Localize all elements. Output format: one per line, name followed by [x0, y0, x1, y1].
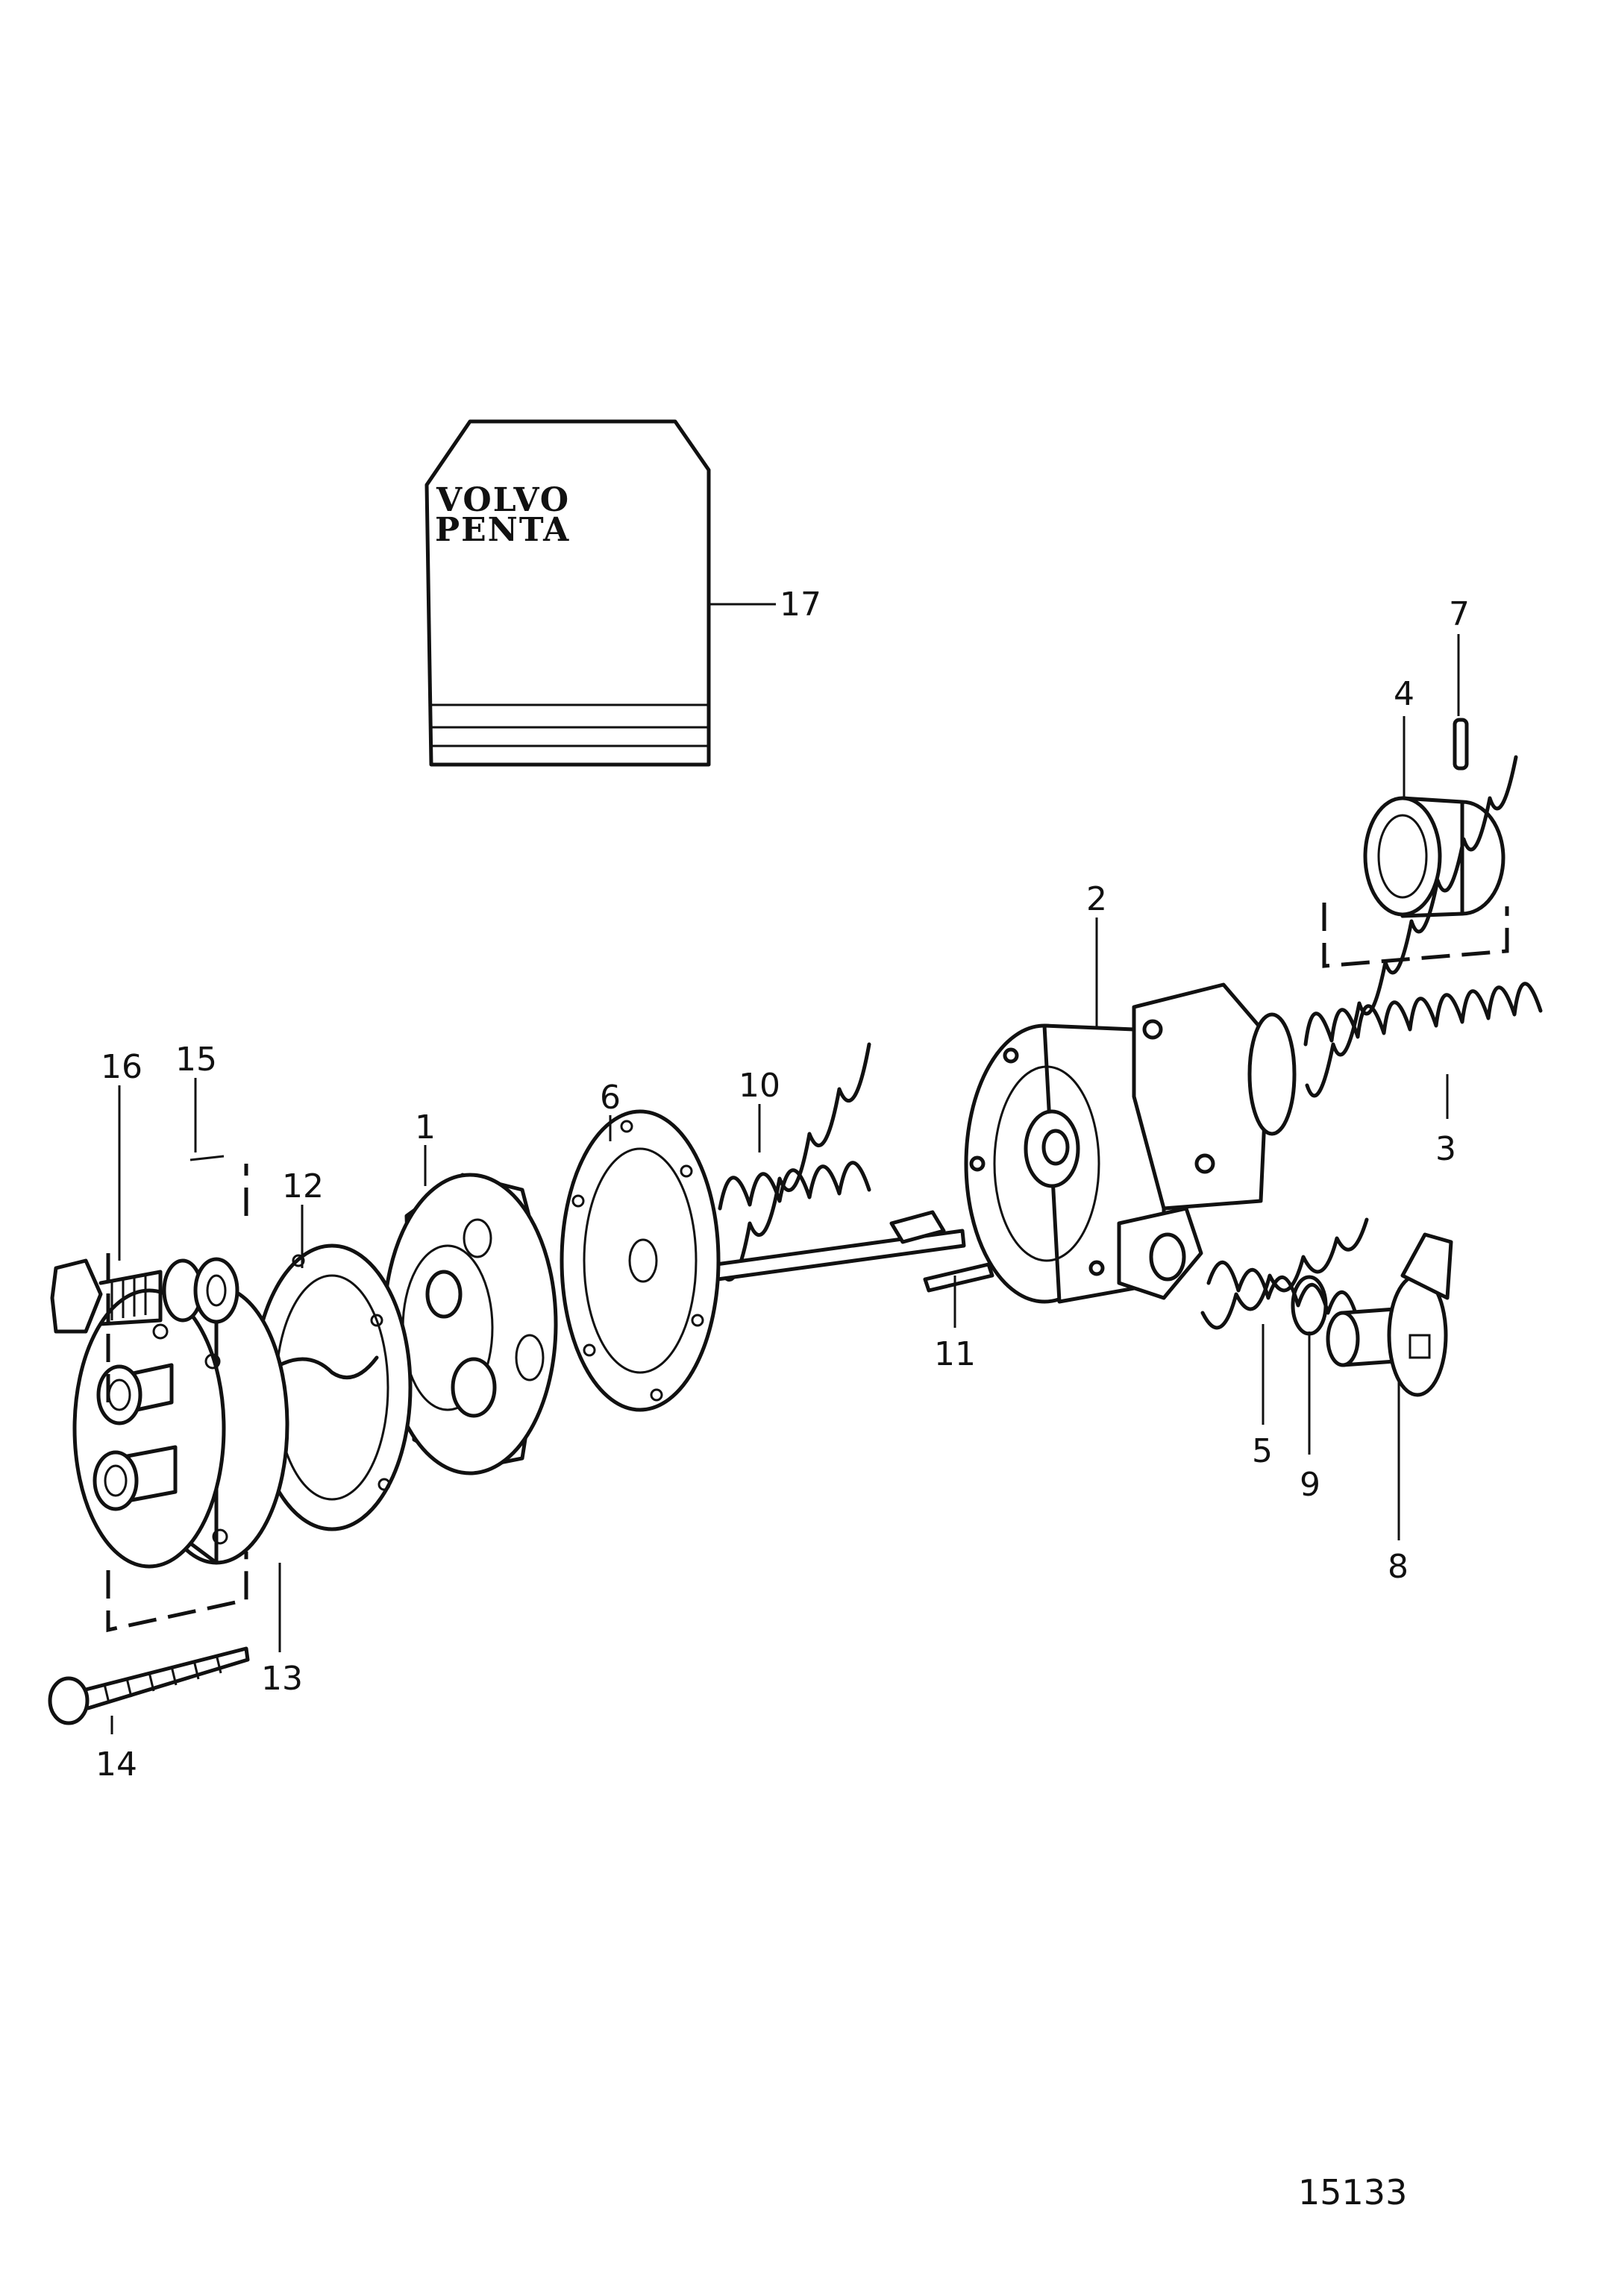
manual-brand-penta: PENTA: [435, 511, 570, 549]
callout-3: 3: [1435, 1130, 1456, 1168]
callout-11: 11: [934, 1335, 976, 1373]
callout-8: 8: [1388, 1548, 1409, 1586]
callout-13: 13: [261, 1660, 303, 1698]
callout-5: 5: [1252, 1432, 1273, 1470]
bracket-left-lower: [106, 1552, 248, 1633]
figure-number: 15133: [1298, 2172, 1407, 2212]
callout-14: 14: [95, 1745, 137, 1784]
adjusting-plug: [1326, 1232, 1453, 1397]
callout-9: 9: [1300, 1466, 1320, 1504]
roll-pin: [1453, 718, 1469, 771]
leader-lines: [110, 634, 1460, 1734]
diaphragm-plate: [560, 1109, 721, 1412]
callout-2: 2: [1086, 880, 1107, 918]
callout-4: 4: [1394, 675, 1414, 713]
rotor-body: [382, 1173, 558, 1475]
spring-5: [1200, 1217, 1369, 1330]
pin-11: [923, 1262, 994, 1293]
screw-16: [50, 1258, 163, 1334]
pump-cover: [72, 1285, 289, 1569]
screw-14: [48, 1646, 250, 1725]
bushing-bracket: [1322, 903, 1509, 968]
manual-brand-volvo: VOLVO: [436, 481, 570, 519]
pump-housing: [964, 982, 1297, 1304]
manual-booklet: VOLVO PENTA: [424, 419, 776, 767]
spring-3: [1303, 755, 1543, 1098]
callout-16: 16: [101, 1048, 142, 1086]
callout-10: 10: [739, 1067, 780, 1105]
callout-1: 1: [415, 1108, 436, 1147]
callout-17: 17: [780, 586, 821, 624]
callout-15: 15: [175, 1041, 217, 1079]
callout-6: 6: [600, 1079, 621, 1117]
washers-15: [162, 1155, 239, 1324]
callout-12: 12: [282, 1167, 324, 1205]
callout-7: 7: [1449, 595, 1470, 633]
